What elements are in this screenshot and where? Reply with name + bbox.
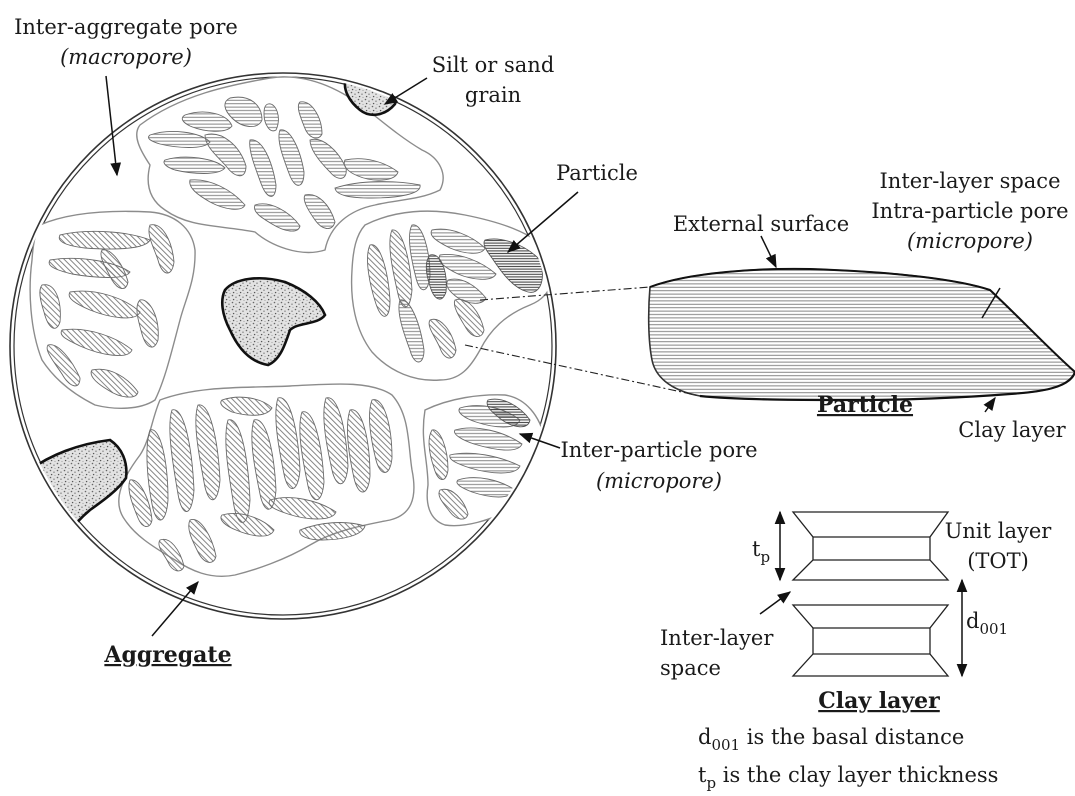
label-d001: d001 (966, 609, 1008, 638)
label-particle-title: Particle (817, 392, 913, 418)
label-micropore-2: (micropore) (596, 469, 722, 493)
particle-zoom (649, 269, 1075, 400)
label-micropore-1: (micropore) (907, 229, 1033, 253)
label-silt-sand-1: Silt or sand (432, 53, 555, 77)
label-clay-layer: Clay layer (958, 418, 1066, 442)
label-inter-particle-pore: Inter-particle pore (560, 438, 757, 462)
label-silt-sand-2: grain (465, 83, 521, 107)
label-tp: tp (752, 537, 770, 566)
legend-tp: tp is the clay layer thickness (698, 763, 998, 791)
label-inter-layer-space-2b: space (660, 656, 721, 680)
label-intra-particle-pore: Intra-particle pore (871, 199, 1068, 223)
label-macropore: (macropore) (60, 45, 192, 69)
label-unit-layer-1: Unit layer (945, 519, 1053, 543)
label-particle: Particle (556, 161, 638, 185)
label-unit-layer-2: (TOT) (967, 549, 1029, 573)
label-aggregate-title: Aggregate (103, 642, 231, 668)
legend-d001: d001 is the basal distance (698, 725, 964, 754)
label-inter-layer-space-2a: Inter-layer (660, 626, 774, 650)
label-external-surface: External surface (673, 212, 849, 236)
label-inter-aggregate-pore: Inter-aggregate pore (14, 15, 238, 39)
label-inter-layer-space: Inter-layer space (880, 169, 1061, 193)
clay-layer-schematic (780, 512, 962, 676)
label-clay-layer-title: Clay layer (818, 688, 940, 714)
